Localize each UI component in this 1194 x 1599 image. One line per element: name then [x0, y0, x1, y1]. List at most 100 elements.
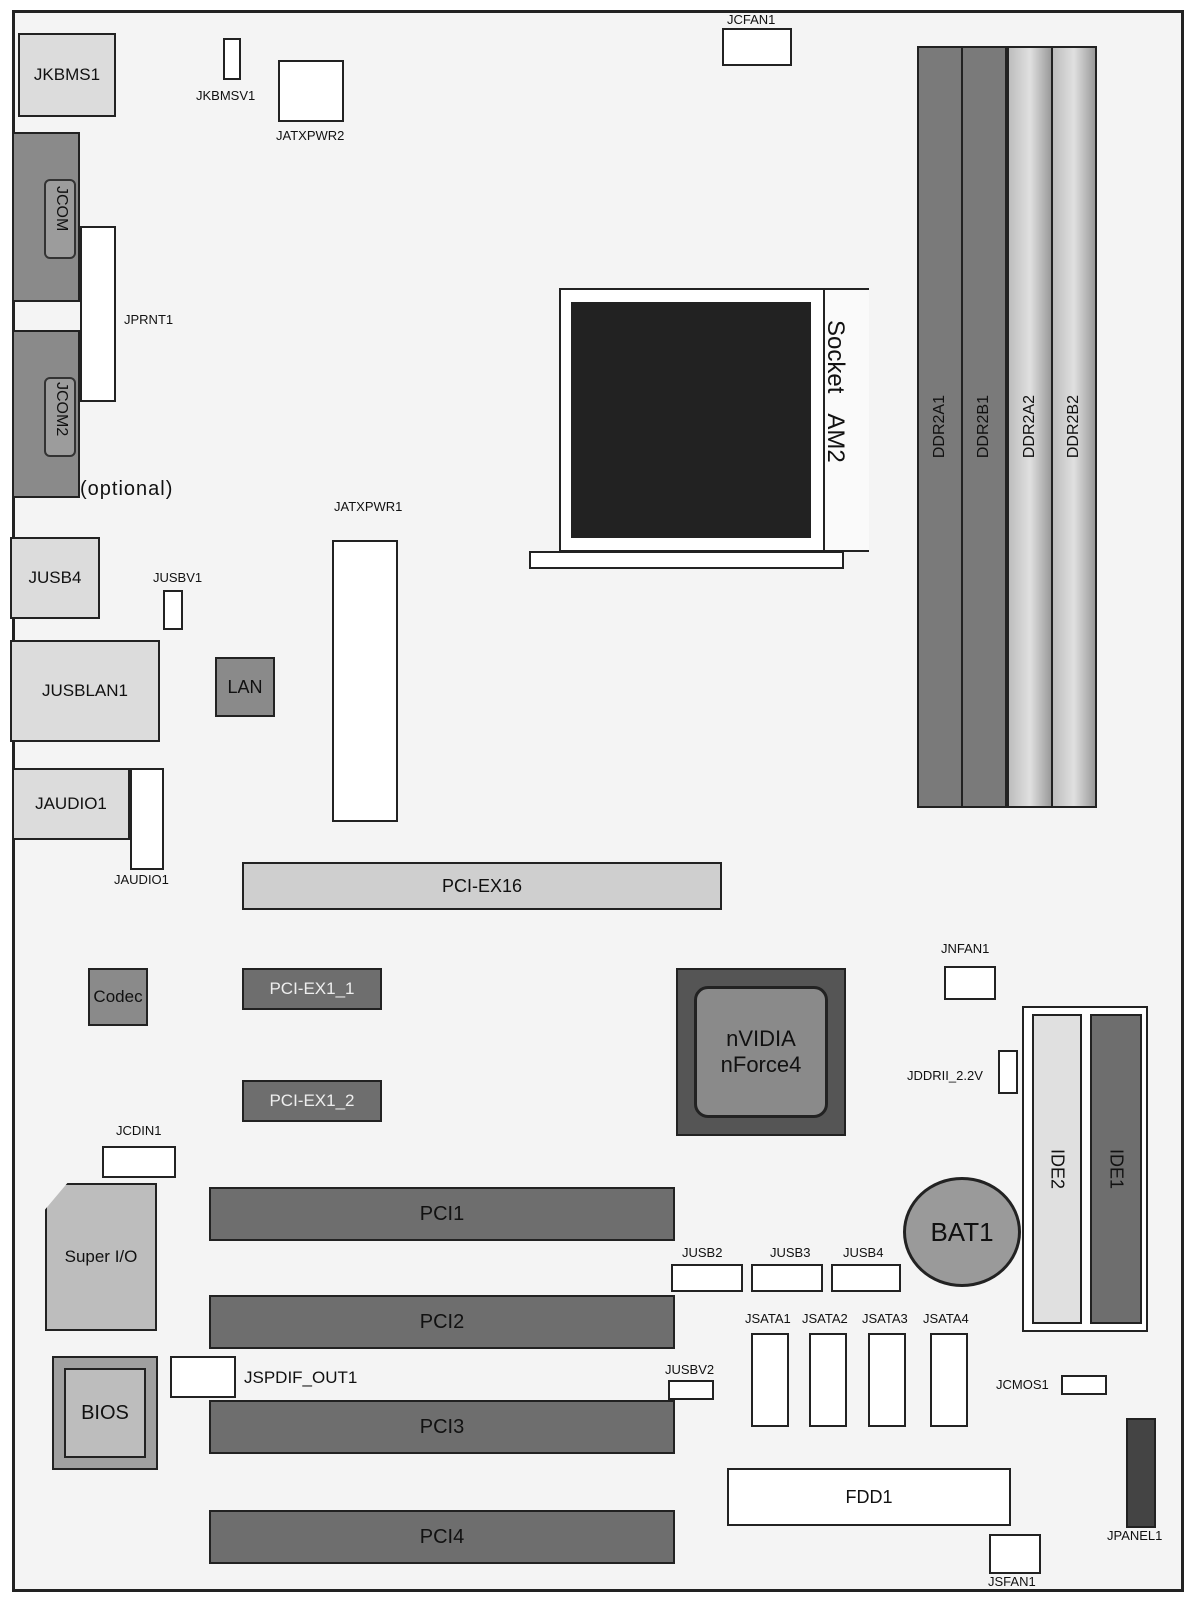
jsata1-header	[751, 1333, 789, 1427]
jpanel1-label: JPANEL1	[1107, 1528, 1163, 1543]
jaudio1-header-label: JAUDIO1	[114, 872, 169, 887]
dimm-slot-ddr2b2: DDR2B2	[1051, 46, 1097, 808]
jnfan1-header	[944, 966, 996, 1000]
codec-chip: Codec	[88, 968, 148, 1026]
slot-pciex1-2: PCI-EX1_2	[242, 1080, 382, 1122]
slot-pci4: PCI4	[209, 1510, 675, 1564]
battery-bat1: BAT1	[903, 1177, 1021, 1287]
lan-chip: LAN	[215, 657, 275, 717]
jsata4-header	[930, 1333, 968, 1427]
jsfan1-label: JSFAN1	[988, 1574, 1036, 1589]
jcom-port: JCOM	[12, 132, 80, 302]
jcom2-connector	[44, 377, 76, 457]
dimm-slot-ddr2a1: DDR2A1	[917, 46, 963, 808]
bios-chip: BIOS	[52, 1356, 158, 1470]
jusb2-header	[671, 1264, 743, 1292]
jusbv2-header	[668, 1380, 714, 1400]
jcmos1-header	[1061, 1375, 1107, 1395]
jsata2-label: JSATA2	[802, 1311, 848, 1326]
jsata2-header	[809, 1333, 847, 1427]
jusb4-header	[831, 1264, 901, 1292]
jusb3-label: JUSB3	[770, 1245, 811, 1260]
jsata3-header	[868, 1333, 906, 1427]
jatxpwr2-label: JATXPWR2	[276, 128, 345, 143]
slot-pci1: PCI1	[209, 1187, 675, 1241]
fdd1-connector: FDD1	[727, 1468, 1011, 1526]
cpu-socket-base	[529, 551, 844, 569]
nforce4-die: nVIDIA nForce4	[694, 986, 828, 1118]
bios-die: BIOS	[64, 1368, 146, 1458]
jatxpwr2-header	[278, 60, 344, 122]
jcdin1-label: JCDIN1	[116, 1123, 162, 1138]
jddrii-label: JDDRII_2.2V	[907, 1068, 983, 1083]
jsata3-label: JSATA3	[862, 1311, 908, 1326]
pciex1-1-label: PCI-EX1_1	[269, 979, 355, 998]
ide2-label: IDE2	[1047, 1148, 1068, 1190]
codec-label: Codec	[93, 987, 143, 1006]
jusbv1-label: JUSBV1	[153, 570, 203, 585]
ide2-connector: IDE2	[1032, 1014, 1082, 1324]
jcfan1-label: JCFAN1	[727, 12, 776, 27]
jsfan1-header	[989, 1534, 1041, 1574]
jatxpwr1-header	[332, 540, 398, 822]
ide1-connector: IDE1	[1090, 1014, 1142, 1324]
jspdif-header	[170, 1356, 236, 1398]
ddr2b2-label: DDR2B2	[1065, 395, 1082, 459]
slot-pciex1-1: PCI-EX1_1	[242, 968, 382, 1010]
socket-line1: Socket	[822, 320, 849, 394]
slot-pciex16: PCI-EX16	[242, 862, 722, 910]
jkbmsv1-label: JKBMSV1	[196, 88, 256, 103]
jaudio1-port: JAUDIO1	[12, 768, 130, 840]
nforce4-chipset: nVIDIA nForce4	[676, 968, 846, 1136]
jusblan1-label: JUSBLAN1	[42, 681, 128, 700]
socket-label: Socket AM2	[822, 320, 849, 463]
bios-label: BIOS	[81, 1401, 129, 1424]
jpanel1-header	[1126, 1418, 1156, 1528]
jsata4-label: JSATA4	[923, 1311, 969, 1326]
jprnt1-header	[80, 226, 116, 402]
ddr2a1-label: DDR2A1	[931, 395, 948, 459]
socket-lever	[823, 290, 869, 550]
jcdin1-header	[102, 1146, 176, 1178]
nforce4-label: nForce4	[720, 1052, 802, 1077]
fdd1-label: FDD1	[845, 1486, 893, 1507]
superio-chip: Super I/O	[45, 1183, 157, 1331]
jusb3-header	[751, 1264, 823, 1292]
jcom-label: JCOM	[53, 186, 70, 232]
pciex1-2-label: PCI-EX1_2	[269, 1091, 355, 1110]
optional-label: (optional)	[80, 478, 174, 500]
dimm-slot-ddr2a2: DDR2A2	[1007, 46, 1053, 808]
bat1-label: BAT1	[930, 1216, 994, 1247]
pci4-label: PCI4	[419, 1525, 465, 1548]
lan-label: LAN	[227, 676, 263, 697]
jaudio1-label: JAUDIO1	[35, 794, 107, 813]
jcom-connector	[44, 179, 76, 259]
pciex16-label: PCI-EX16	[441, 875, 523, 896]
ide1-label: IDE1	[1106, 1148, 1127, 1190]
jcfan1-header	[722, 28, 792, 66]
superio-label: Super I/O	[64, 1247, 138, 1266]
slot-pci2: PCI2	[209, 1295, 675, 1349]
jusb2-label: JUSB2	[682, 1245, 723, 1260]
jsata1-label: JSATA1	[745, 1311, 791, 1326]
socket-line2: AM2	[822, 413, 849, 463]
jusb4-port-label: JUSB4	[28, 568, 82, 587]
jusblan1-port: JUSBLAN1	[10, 640, 160, 742]
jcom2-port: JCOM2	[12, 330, 80, 498]
jaudio1-header	[130, 768, 164, 870]
pci1-label: PCI1	[419, 1202, 465, 1225]
jusb4-header-label: JUSB4	[843, 1245, 884, 1260]
jcmos1-label: JCMOS1	[996, 1377, 1049, 1392]
ddr2b1-label: DDR2B1	[975, 395, 992, 459]
jkbmsv1-header	[223, 38, 241, 80]
jkbms1-label: JKBMS1	[33, 65, 101, 84]
jddrii-header	[998, 1050, 1018, 1094]
pci3-label: PCI3	[419, 1415, 465, 1438]
dimm-bank: DDR2A1 DDR2B1 DDR2A2 DDR2B2	[917, 46, 1097, 808]
cpu-socket: Socket AM2	[559, 288, 869, 552]
dimm-slot-ddr2b1: DDR2B1	[961, 46, 1007, 808]
jnfan1-label: JNFAN1	[941, 941, 990, 956]
slot-pci3: PCI3	[209, 1400, 675, 1454]
jatxpwr1-label: JATXPWR1	[334, 499, 403, 514]
jcom2-label: JCOM2	[53, 382, 70, 437]
